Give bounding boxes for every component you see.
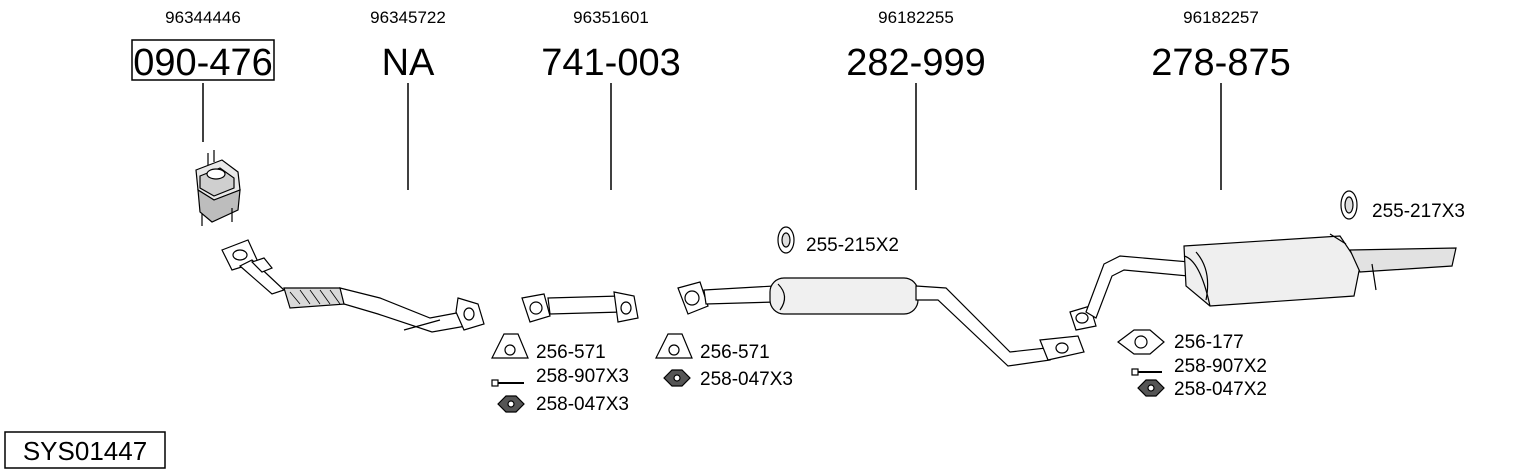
- hanger-mid-icon: [777, 226, 795, 254]
- part-number-5[interactable]: 278-875: [1151, 42, 1290, 84]
- gasket-icon-1: [491, 333, 529, 359]
- group1-gasket-label: 256-571: [536, 342, 606, 363]
- bolt-icon-3: [1131, 368, 1162, 376]
- system-code: SYS01447: [23, 436, 147, 466]
- part-number-4[interactable]: 282-999: [846, 42, 985, 84]
- group1-nut-label: 258-047X3: [536, 394, 629, 415]
- intermediate-pipe-icon[interactable]: [521, 291, 639, 323]
- hanger-mid-label: 255-215X2: [806, 235, 899, 256]
- rear-silencer-icon[interactable]: [1069, 233, 1457, 331]
- nut-icon-1: [497, 395, 525, 413]
- front-pipe-icon[interactable]: [221, 239, 485, 333]
- part-number-3[interactable]: 741-003: [541, 42, 680, 84]
- group2-gasket-label: 256-571: [700, 342, 770, 363]
- part-number-box: [131, 39, 275, 81]
- group3-gasket-label: 256-177: [1174, 332, 1244, 353]
- nut-icon-2: [663, 369, 691, 387]
- system-code-box: [4, 431, 166, 469]
- oem-number-5: 96182257: [1183, 8, 1259, 27]
- catalytic-converter-icon[interactable]: [195, 150, 241, 226]
- center-silencer-icon[interactable]: [677, 277, 1085, 367]
- group2-nut-label: 258-047X3: [700, 369, 793, 390]
- hanger-rear-icon: [1340, 190, 1358, 220]
- oem-number-1: 96344446: [165, 8, 241, 27]
- gasket-icon-2: [655, 333, 693, 359]
- gasket-icon-3: [1117, 329, 1165, 355]
- part-number-2[interactable]: NA: [382, 42, 435, 84]
- nut-icon-3: [1137, 379, 1165, 397]
- group3-bolt-label: 258-907X2: [1174, 356, 1267, 377]
- hanger-rear-label: 255-217X3: [1372, 201, 1465, 222]
- oem-number-4: 96182255: [878, 8, 954, 27]
- group1-bolt-label: 258-907X3: [536, 366, 629, 387]
- leader-lines: [202, 83, 1222, 190]
- group3-nut-label: 258-047X2: [1174, 379, 1267, 400]
- oem-number-2: 96345722: [370, 8, 446, 27]
- bolt-icon-1: [491, 379, 524, 387]
- part-number-1[interactable]: 090-476: [133, 42, 272, 84]
- oem-number-3: 96351601: [573, 8, 649, 27]
